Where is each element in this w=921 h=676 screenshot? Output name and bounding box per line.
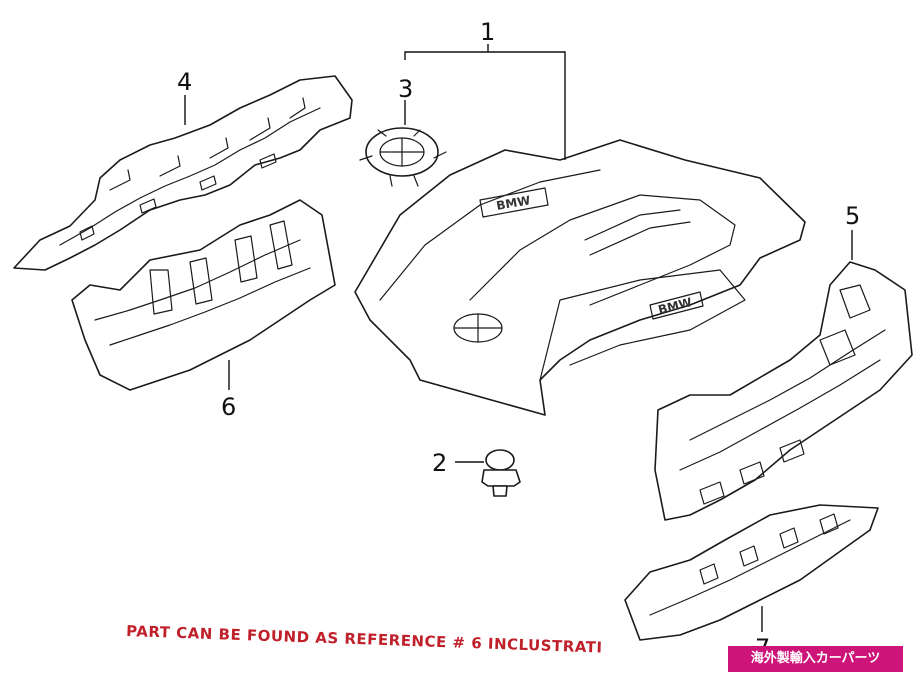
callout-6: 6: [221, 393, 236, 421]
callout-3: 3: [398, 75, 413, 103]
part-7-heat-shield: [624, 504, 879, 641]
callout-2: 2: [432, 449, 447, 477]
callout-1: 1: [480, 18, 495, 46]
part-5-heat-shield: [654, 261, 913, 521]
part-3-emblem-clip: [359, 127, 447, 187]
part-4-heat-shield: [13, 75, 353, 271]
part-1-engine-cover: BMW BMW: [354, 139, 806, 416]
brand-mark-top: BMW: [495, 193, 531, 213]
reference-note: PART CAN BE FOUND AS REFERENCE # 6 INCLU…: [126, 622, 603, 657]
callout-4: 4: [177, 68, 192, 96]
part-2-mounting-stud: [481, 449, 521, 497]
callout-5: 5: [845, 202, 860, 230]
part-6-heat-shield: [71, 199, 336, 391]
shop-badge: 海外製輸入カーパーツ: [728, 646, 903, 672]
leader-lines: [184, 44, 853, 632]
